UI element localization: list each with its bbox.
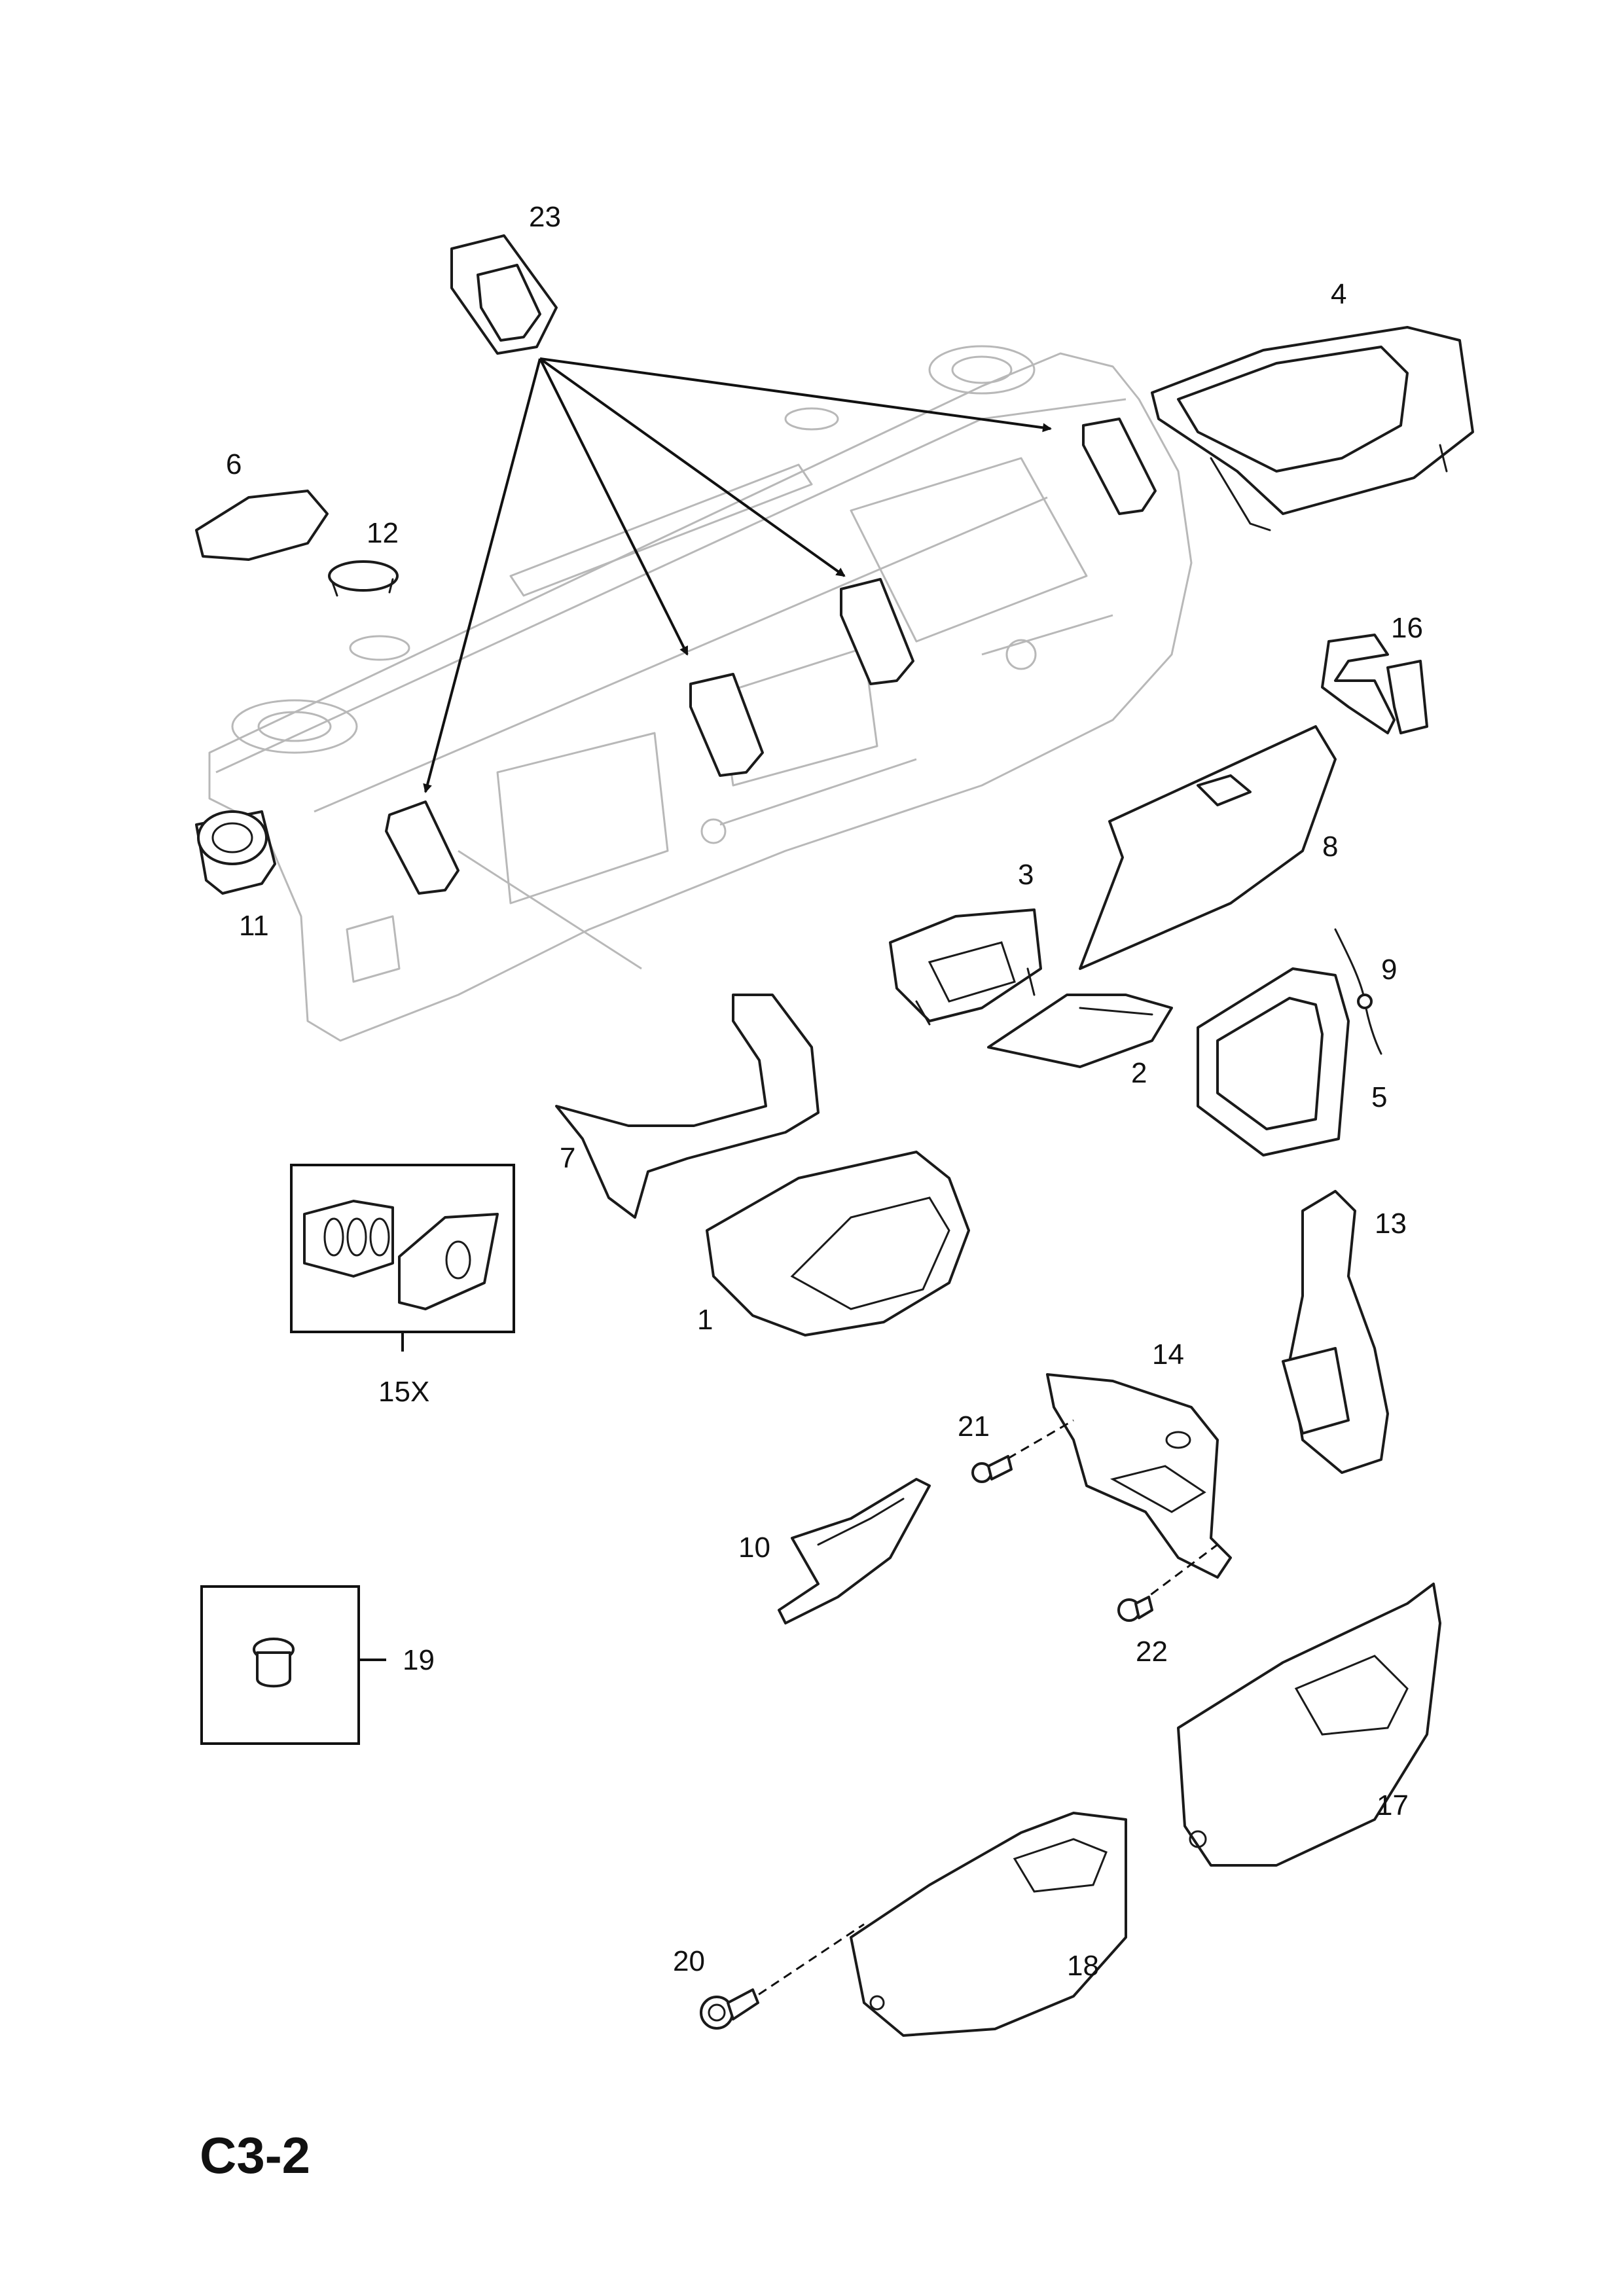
callout-15x: 15X [378,1376,430,1408]
part-2-small-tray [987,994,1173,1068]
part-15x-switch [303,1200,499,1310]
part-14-lower-panel [1046,1373,1232,1579]
callout-16: 16 [1391,612,1423,644]
dashboard-vent-right [1082,418,1157,515]
part-18-console-cover [850,1812,1127,2037]
part-13-duct [1282,1190,1389,1474]
part-6-speaker-grille [195,490,329,561]
callout-18: 18 [1067,1950,1099,1982]
part-20-screw [700,1988,759,2030]
callout-3: 3 [1018,859,1034,891]
callout-23: 23 [529,201,561,233]
part-10-bracket [778,1478,931,1624]
callout-22: 22 [1136,1636,1168,1668]
dashboard-vent-center-right [840,578,914,685]
callout-14: 14 [1152,1338,1184,1371]
callout-19: 19 [403,1644,435,1676]
callout-2: 2 [1131,1057,1147,1089]
callout-10: 10 [738,1532,770,1564]
callout-1: 1 [697,1304,713,1336]
callout-21: 21 [958,1410,990,1443]
part-20-fastener-line [746,1923,865,2004]
part-7-shroud-bracket [555,994,820,1219]
part-16-clip [1321,634,1428,734]
arrow-leaders-part-23 [423,357,1052,793]
part-9-cable [1334,928,1382,1055]
part-23-air-vent [450,234,558,355]
dashboard-vent-left [385,800,460,895]
callout-6: 6 [226,448,242,480]
callout-20: 20 [673,1945,705,1977]
part-22-clip [1117,1596,1153,1622]
dashboard-ghost-outline [208,345,1193,1042]
part-4-storage-frame [1151,326,1474,531]
callout-9: 9 [1381,954,1398,986]
part-19-plug [253,1638,295,1688]
callout-12: 12 [367,517,399,549]
part-5-display-frame [1197,967,1350,1157]
callout-7: 7 [560,1142,576,1174]
part-17-console-cover [1177,1583,1441,1867]
callout-13: 13 [1375,1208,1407,1240]
callout-5: 5 [1371,1081,1388,1113]
callout-8: 8 [1322,831,1339,863]
dashboard-vent-center-left [689,673,764,777]
part-3-tray [889,908,1042,1026]
callout-11: 11 [239,910,269,942]
part-1-instrument-hood [706,1151,970,1336]
part-22-fastener-line [1138,1543,1218,1605]
callout-4: 4 [1331,278,1347,310]
part-12-cap [328,560,399,597]
part-19-detail-box [200,1585,360,1745]
callout-17: 17 [1377,1789,1409,1821]
part-21-screw [971,1455,1013,1483]
page-code-label: C3-2 [200,2126,311,2184]
part-11-round-vent [195,810,276,895]
part-8-glovebox-lid [1079,725,1337,970]
